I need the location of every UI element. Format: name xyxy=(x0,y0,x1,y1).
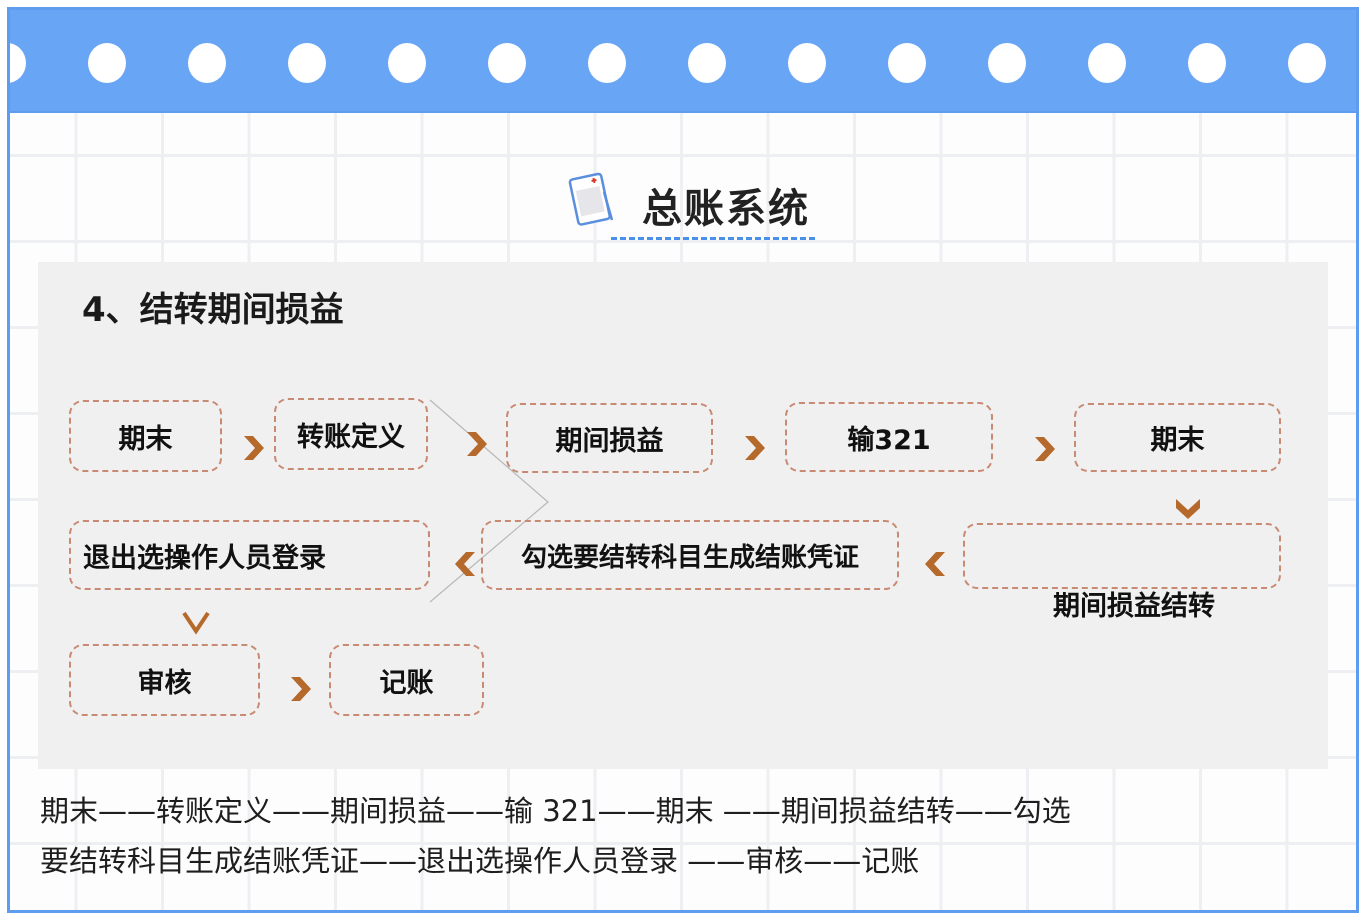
title-underline xyxy=(611,237,815,240)
flow-node-logout-select-operator: 退出选操作人员登录 xyxy=(69,520,430,590)
binder-hole xyxy=(1088,43,1126,83)
flow-node-label: 记账 xyxy=(379,667,434,699)
flow-node-select-accounts-generate-voucher: 勾选要结转科目生成结账凭证 xyxy=(481,520,899,590)
flow-node-period-profit-loss-transfer xyxy=(963,523,1281,589)
chevron-left-icon xyxy=(455,552,475,576)
binder-hole xyxy=(488,43,526,83)
caption-line-1: 期末——转账定义——期间损益——输 321——期末 ——期间损益结转——勾选 xyxy=(40,794,1071,828)
caption-line-2: 要结转科目生成结账凭证——退出选操作人员登录 ——审核——记账 xyxy=(40,844,920,878)
binder-hole xyxy=(1188,43,1226,83)
flow-node-label: 期末 xyxy=(1150,425,1205,456)
flow-node-label-period-profit-loss-transfer: 期间损益结转 xyxy=(1053,591,1215,622)
flow-node-transfer-definition: 转账定义 xyxy=(274,398,428,470)
flow-node-label: 退出选操作人员登录 xyxy=(83,542,326,574)
binder-hole xyxy=(788,43,826,83)
flow-node-input-321: 输321 xyxy=(785,402,993,472)
title-block: 总账系统 xyxy=(558,160,828,250)
binder-hole xyxy=(1288,43,1326,83)
binder-band xyxy=(10,10,1356,113)
binder-hole xyxy=(188,43,226,83)
binder-hole xyxy=(888,43,926,83)
binder-hole xyxy=(688,43,726,83)
binder-hole xyxy=(88,43,126,83)
flow-node-label: 输321 xyxy=(847,424,931,456)
flow-node-period-profit-loss: 期间损益 xyxy=(506,403,713,473)
binder-hole xyxy=(288,43,326,83)
clipboard-icon xyxy=(568,172,614,226)
flow-node-period-end: 期末 xyxy=(69,400,222,472)
flow-node-label: 期末 xyxy=(118,423,173,455)
slide-heading: 4、结转期间损益 xyxy=(82,290,344,330)
page-title: 总账系统 xyxy=(642,186,810,232)
binder-hole xyxy=(988,43,1026,83)
flow-node-label: 勾选要结转科目生成结账凭证 xyxy=(520,542,859,573)
flow-node-period-end-2: 期末 xyxy=(1074,403,1281,472)
flow-node-label: 期间损益 xyxy=(555,425,664,457)
chevron-down-icon xyxy=(1176,499,1200,519)
flow-node-label: 审核 xyxy=(137,667,192,699)
flow-node-label: 转账定义 xyxy=(297,421,405,453)
flow-caption: 期末——转账定义——期间损益——输 321——期末 ——期间损益结转——勾选 要… xyxy=(40,786,1340,886)
chevron-right-icon xyxy=(745,436,765,460)
chevron-down-icon xyxy=(182,611,210,635)
chevron-right-icon xyxy=(291,677,311,701)
binder-hole xyxy=(10,43,26,83)
flowchart-slide: 4、结转期间损益 期末 转账定义 期间损益 输321 期末 期间损益结转 勾选要… xyxy=(38,262,1328,769)
binder-hole xyxy=(388,43,426,83)
flow-node-post-ledger: 记账 xyxy=(329,644,484,716)
chevron-left-icon xyxy=(925,552,945,576)
flow-node-review: 审核 xyxy=(69,644,260,716)
chevron-right-icon xyxy=(467,432,487,456)
page-frame: 总账系统 4、结转期间损益 期末 转账定义 期间损益 输321 期末 期间损益结… xyxy=(7,7,1359,913)
chevron-right-icon xyxy=(1035,437,1055,461)
binder-hole xyxy=(588,43,626,83)
chevron-right-icon xyxy=(244,436,264,460)
